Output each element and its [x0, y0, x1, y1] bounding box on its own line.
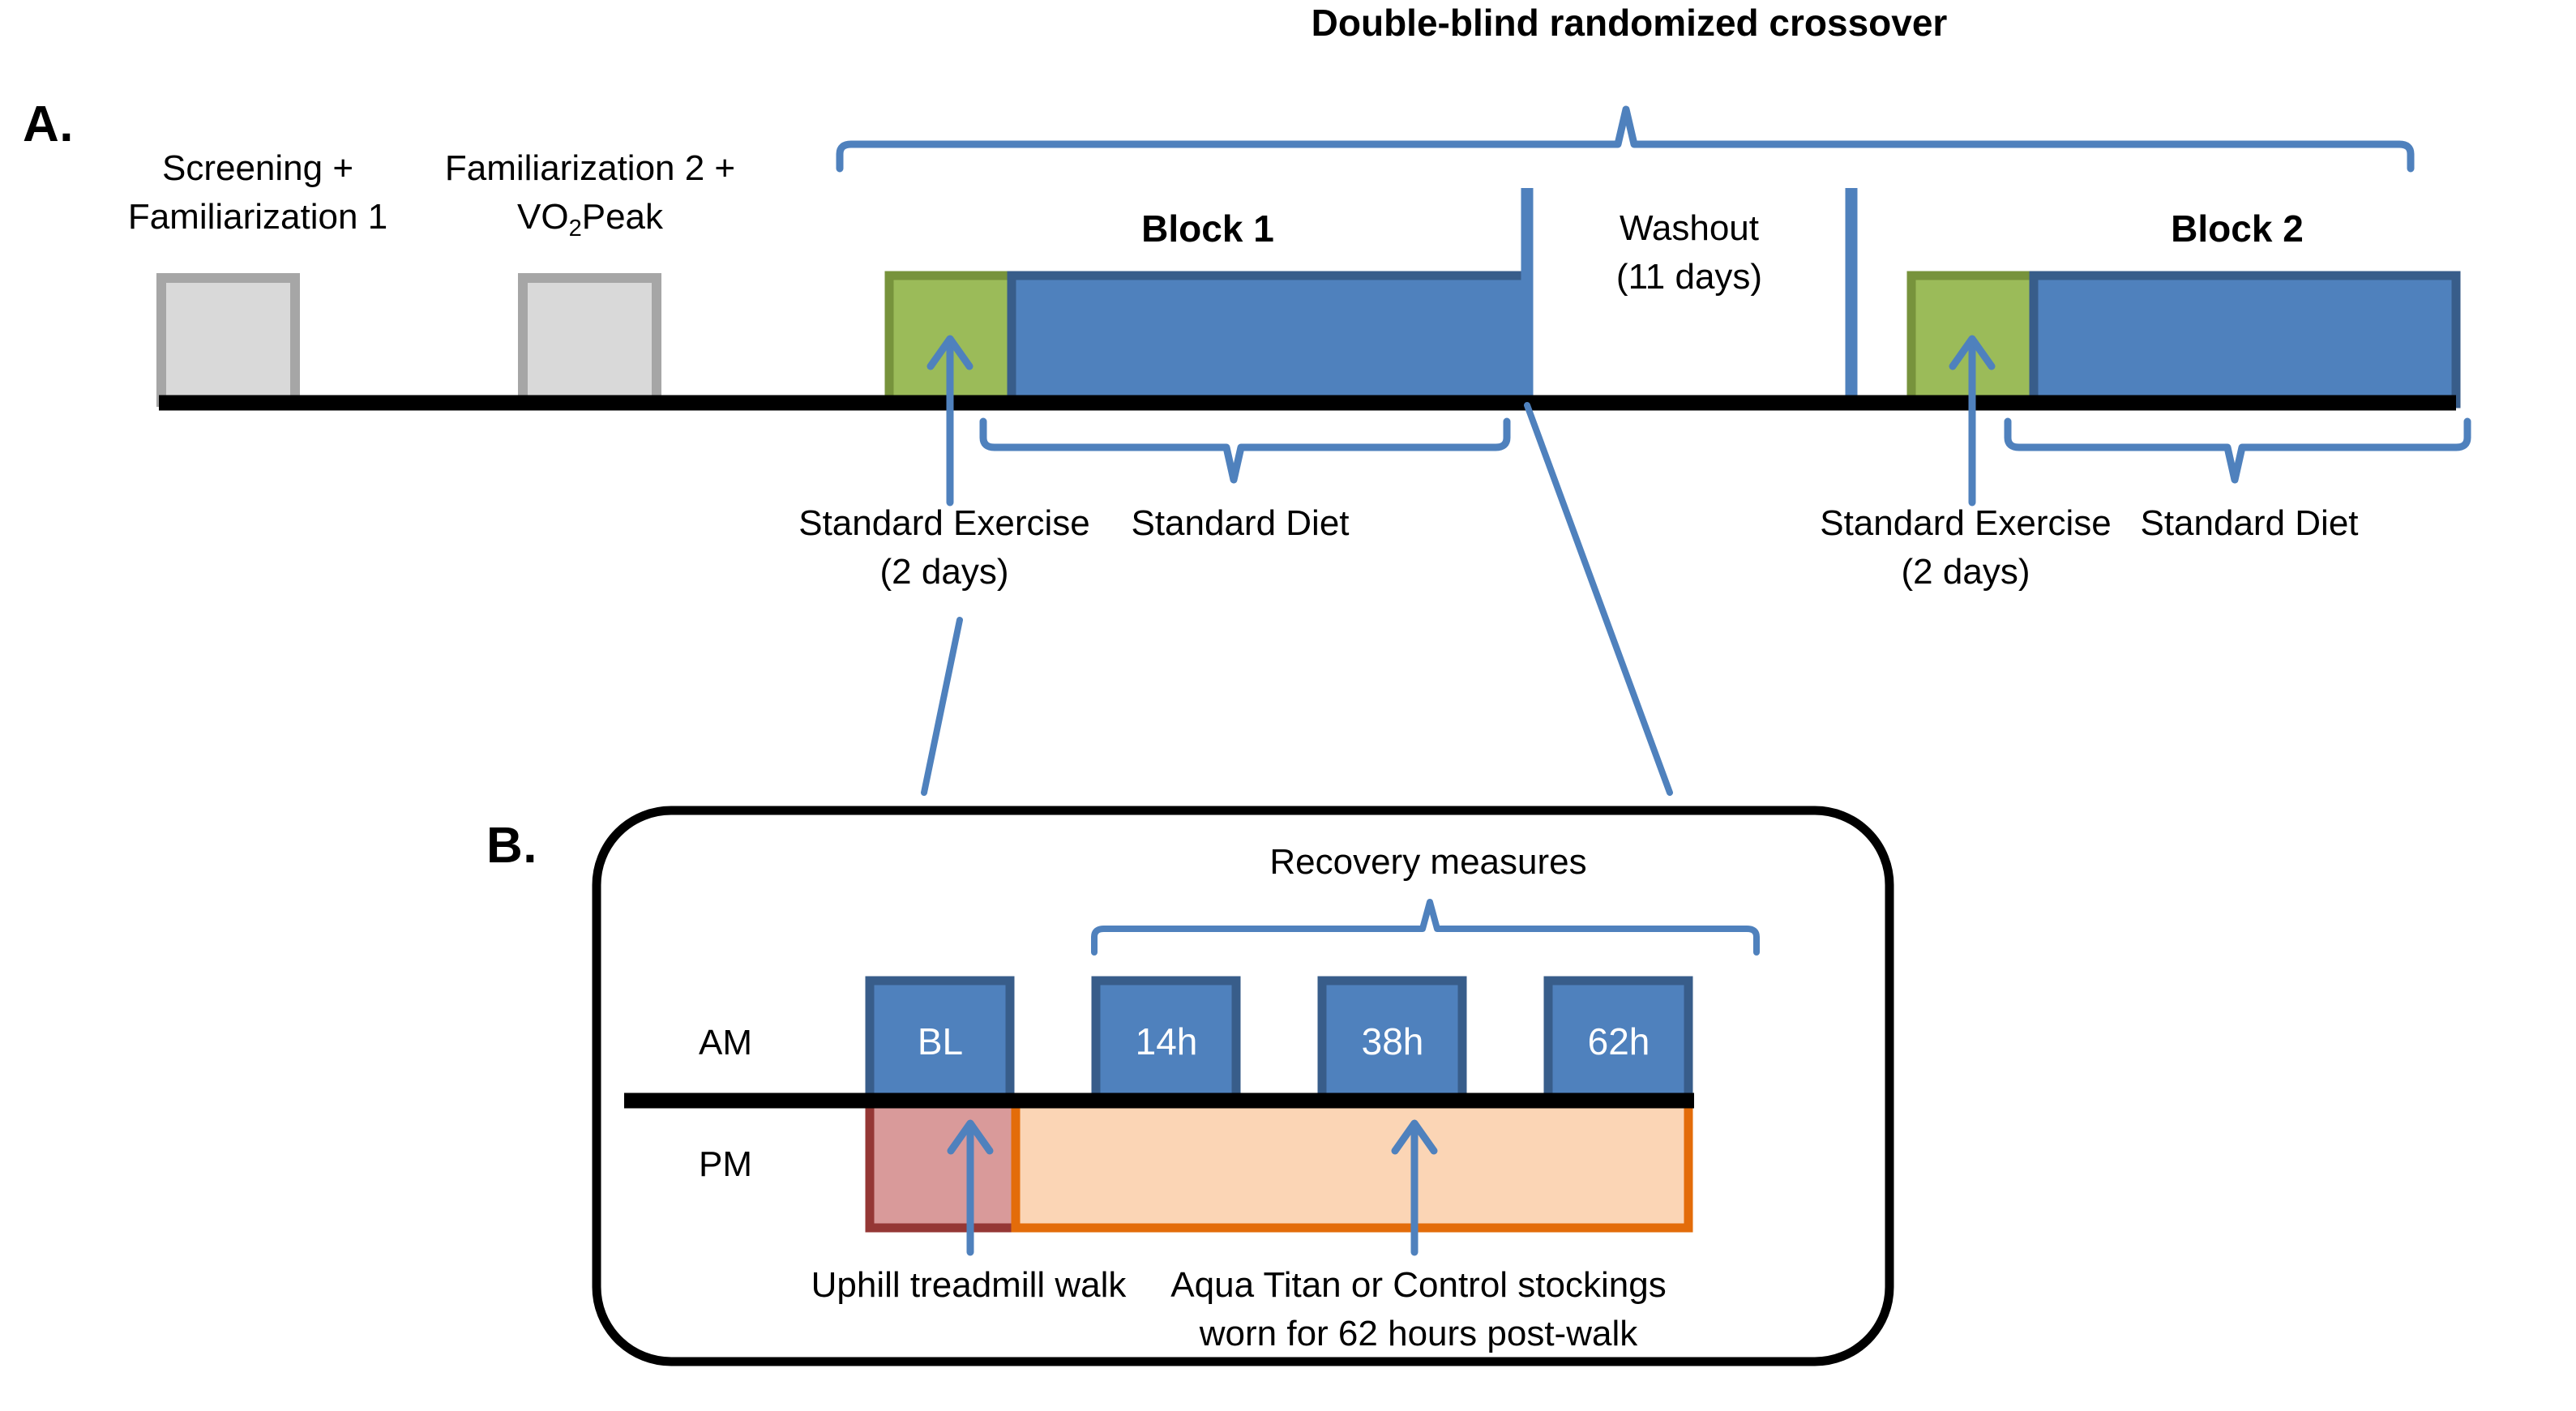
panel-a-letter: A.: [23, 96, 74, 152]
recovery-measures-title: Recovery measures: [1269, 842, 1587, 882]
std-exercise-1-line1: Standard Exercise: [798, 503, 1090, 543]
block1-bars: [884, 271, 1532, 408]
crossover-brace: [836, 105, 2415, 173]
caption-uphill-walk: Uphill treadmill walk: [811, 1265, 1127, 1305]
grey-visit-boxes: [156, 273, 661, 407]
recovery-measures-brace: [1091, 899, 1760, 956]
std-exercise-1-line2: (2 days): [879, 552, 1009, 592]
am-box-14h-label: 14h: [1135, 1020, 1198, 1063]
visit-2-line1: Familiarization 2 +: [444, 148, 736, 188]
washout-dividers: [1521, 188, 1858, 404]
am-measure-boxes: [865, 976, 1693, 1105]
block-2-label: Block 2: [2171, 207, 2304, 250]
washout-label-line1: Washout: [1619, 208, 1760, 248]
caption-stockings-line2: worn for 62 hours post-walk: [1199, 1314, 1638, 1353]
visit-2-line2: VO2Peak: [516, 196, 664, 242]
visit-1-line2: Familiarization 1: [127, 197, 388, 237]
std-diet-1-label: Standard Diet: [1131, 503, 1350, 543]
std-exercise-2-line1: Standard Exercise: [1820, 503, 2112, 543]
pm-intervention-bands: [865, 1097, 1693, 1233]
vo2-suffix: Peak: [581, 197, 664, 237]
standard-exercise-arrows: [926, 335, 1996, 507]
std-diet-2-label: Standard Diet: [2140, 503, 2359, 543]
am-box-38h-label: 38h: [1361, 1020, 1424, 1063]
block2-bars: [1906, 271, 2461, 408]
washout-label-line2: (11 days): [1615, 257, 1763, 297]
block-1-label: Block 1: [1141, 207, 1274, 250]
vo2-prefix: VO: [516, 197, 569, 237]
row-label-am: AM: [699, 1023, 752, 1063]
visit-1-line1: Screening +: [161, 148, 354, 188]
crossover-title: Double-blind randomized crossover: [1311, 2, 1948, 44]
std-exercise-2-line2: (2 days): [1901, 552, 2030, 592]
panel-b-outline: [592, 806, 1894, 1366]
panel-b-callout-arrows: [947, 1119, 1438, 1256]
caption-stockings-line1: Aqua Titan or Control stockings: [1170, 1265, 1667, 1305]
panel-b-letter: B.: [486, 818, 537, 874]
row-label-pm: PM: [699, 1144, 752, 1184]
standard-diet-brace-1: [979, 417, 1511, 484]
vo2-subscript: 2: [568, 215, 582, 242]
panel-a-to-b-connectors: [921, 402, 1673, 796]
standard-diet-brace-2: [2004, 417, 2471, 484]
am-box-bl-label: BL: [917, 1020, 964, 1063]
am-box-62h-label: 62h: [1587, 1020, 1650, 1063]
